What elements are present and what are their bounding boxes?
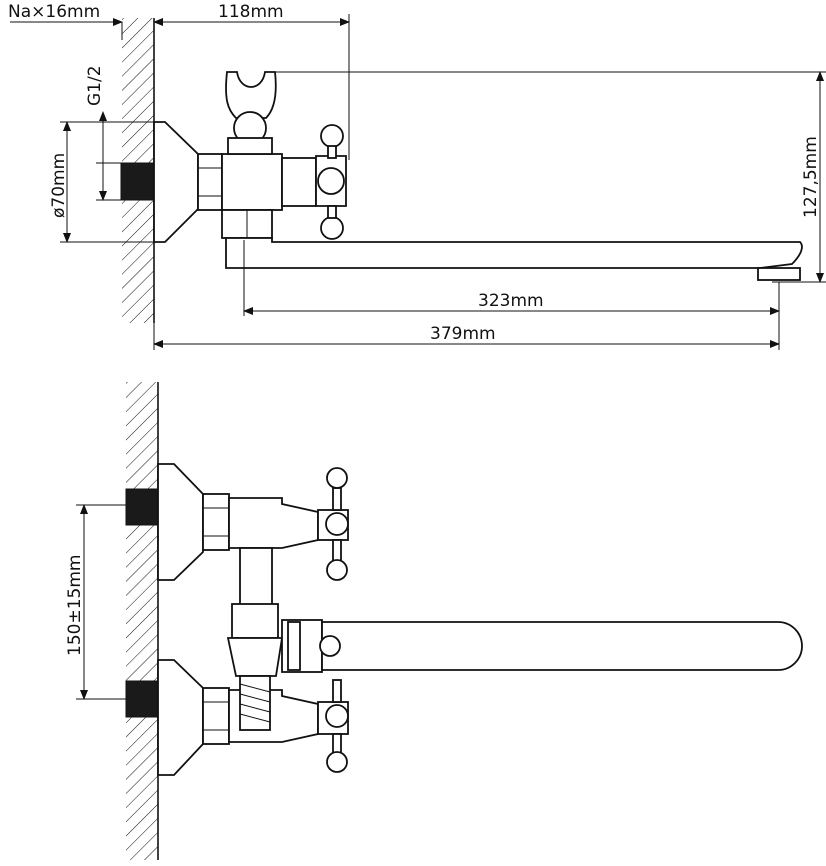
wall-hatch-bottom <box>126 382 158 860</box>
dim-spout: 323mm <box>478 291 544 311</box>
dim-thread: G1/2 <box>85 65 105 106</box>
hex-nut-lower <box>202 687 230 745</box>
spout-bottom <box>321 621 803 671</box>
cross-handle-upper <box>317 467 349 581</box>
mixer-body-top <box>221 153 283 211</box>
hose-outlet <box>239 675 271 731</box>
wall-socket-top <box>120 162 155 201</box>
ball-upper-bottom <box>326 559 348 581</box>
cross-handle-lower <box>317 679 349 773</box>
shower-holder <box>225 71 277 119</box>
front-view: 150±15mm <box>65 382 803 860</box>
hex-nut-upper <box>202 493 230 551</box>
dim-spacing: 150±15mm <box>65 555 85 656</box>
escutcheon-upper <box>157 463 204 581</box>
diverter <box>226 637 284 677</box>
escutcheon-top <box>153 121 199 243</box>
dim-height: 127,5mm <box>801 136 821 218</box>
valve-body-upper <box>228 497 319 549</box>
spout-top <box>225 237 803 269</box>
ball-lower-bottom <box>326 751 348 773</box>
dim-diameter: ø70mm <box>49 153 69 218</box>
mixer-column <box>239 547 273 607</box>
dim-nut: Na×16mm <box>8 2 100 22</box>
hex-nut-top <box>197 153 223 211</box>
escutcheon-lower <box>157 659 204 776</box>
handle-ball-down <box>320 216 344 240</box>
dim-118: 118mm <box>218 2 284 22</box>
handle-ball-up <box>320 124 344 148</box>
wall-socket-upper <box>125 488 159 526</box>
ball-upper-top <box>326 467 348 489</box>
aerator-top <box>757 267 801 281</box>
wall-socket-lower <box>125 680 159 718</box>
side-view: 118mm Na×16mm G1/2 ø70mm 127,5mm 323mm 3… <box>8 2 826 350</box>
dim-total: 379mm <box>430 324 496 344</box>
